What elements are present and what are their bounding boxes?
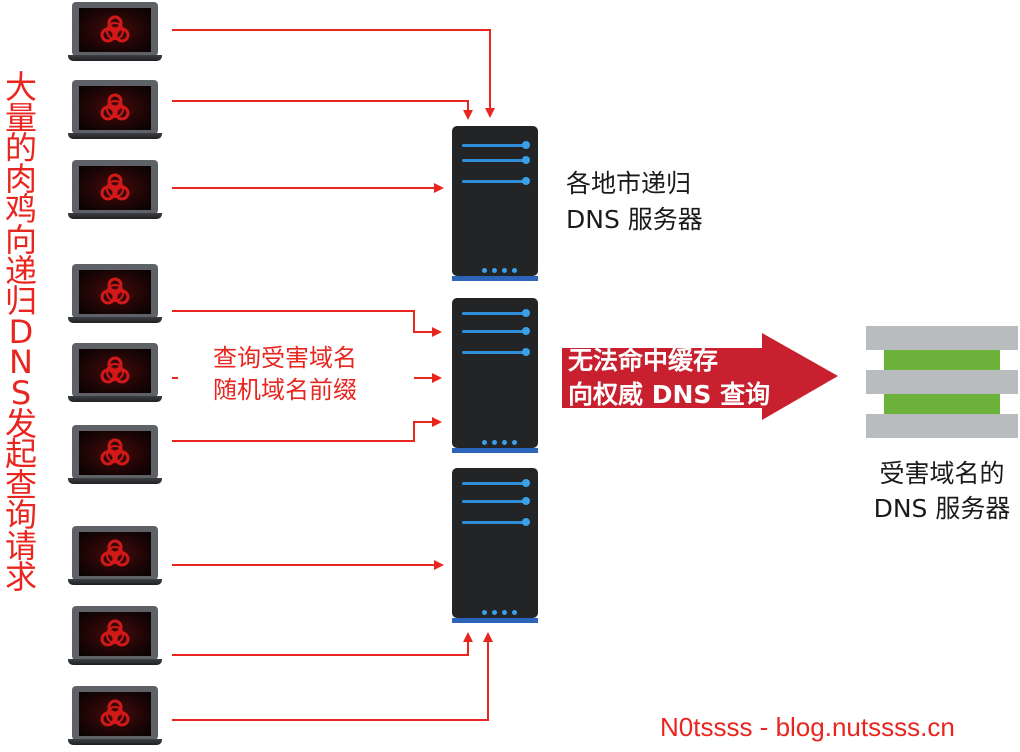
middle-label-line1: 查询受害域名 xyxy=(213,344,357,372)
laptop-biohazard-icon xyxy=(68,160,164,222)
bots-description-char: 向 xyxy=(4,220,37,259)
laptop-biohazard-icon xyxy=(68,2,164,64)
recursive-dns-server-1 xyxy=(452,126,538,282)
bots-description-char: N xyxy=(9,343,33,382)
laptop-biohazard-icon xyxy=(68,606,164,668)
bots-description-char: S xyxy=(10,373,32,412)
arrow-host9 xyxy=(172,632,493,721)
middle-label-line2: 随机域名前缀 xyxy=(213,376,357,404)
arrow-host4 xyxy=(172,310,442,337)
cache-miss-label-line1: 无法命中缓存 xyxy=(568,346,719,375)
bots-description-char: 查 xyxy=(4,465,37,504)
bots-description-char: D xyxy=(8,312,34,351)
target-label: 受害域名的 DNS 服务器 xyxy=(866,456,1018,526)
recursive-dns-server-2 xyxy=(452,298,538,454)
laptop-biohazard-icon xyxy=(68,425,164,487)
recursive-servers-label-line2: DNS 服务器 xyxy=(566,205,703,234)
laptop-biohazard-icon xyxy=(68,526,164,588)
bots-description-char: 大 xyxy=(4,68,37,106)
arrow-host1 xyxy=(172,29,495,118)
recursive-servers-label: 各地市递归 DNS 服务器 xyxy=(566,166,703,238)
cache-miss-label: 无法命中缓存 向权威 DNS 查询 xyxy=(568,344,770,412)
bots-description-char: 的 xyxy=(4,129,37,168)
bots-description-char: 求 xyxy=(4,557,37,596)
bots-description-char: 归 xyxy=(4,282,37,321)
watermark: N0tssss - blog.nutssss.cn xyxy=(660,712,955,742)
laptop-biohazard-icon xyxy=(68,264,164,326)
middle-label: 查询受害域名 随机域名前缀 xyxy=(213,342,357,406)
target-label-line1: 受害域名的 xyxy=(879,459,1005,488)
arrow-host8 xyxy=(172,632,473,656)
arrow-host2 xyxy=(172,100,473,120)
bots-description-char: 鸡 xyxy=(4,190,37,229)
arrow-host6 xyxy=(172,417,442,442)
target-label-line2: DNS 服务器 xyxy=(873,494,1011,523)
laptop-biohazard-icon xyxy=(68,343,164,405)
bots-description-char: 请 xyxy=(4,526,37,565)
bots-description-char: 肉 xyxy=(4,159,37,198)
cache-miss-arrow xyxy=(562,333,838,420)
cache-miss-label-line2: 向权威 DNS 查询 xyxy=(568,380,771,409)
laptop-biohazard-icon xyxy=(68,80,164,142)
bots-description-char: 递 xyxy=(4,251,37,290)
bots-description-char: 起 xyxy=(4,435,37,474)
recursive-dns-server-3 xyxy=(452,468,538,624)
recursive-servers-label-line1: 各地市递归 xyxy=(566,169,692,198)
bots-description-char: 询 xyxy=(4,496,37,535)
bots-description-char: 量 xyxy=(4,98,37,137)
bots-description-char: 发 xyxy=(4,404,37,443)
authoritative-dns-server xyxy=(866,326,1018,440)
laptop-biohazard-icon xyxy=(68,686,164,748)
